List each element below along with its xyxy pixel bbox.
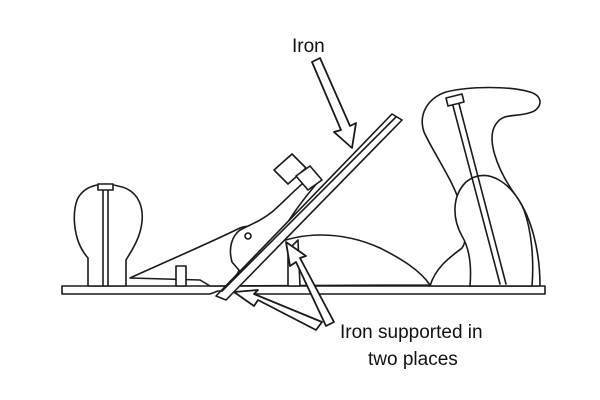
- support-arrow-lower: [233, 289, 323, 331]
- support-arrow-upper: [285, 241, 335, 327]
- plane-sole: [61, 285, 546, 295]
- cap-screw: [273, 153, 323, 191]
- iron-supported-label-line1: Iron supported in: [340, 322, 483, 343]
- plane-iron: [215, 113, 403, 301]
- iron-supported-label-line2: two places: [368, 349, 458, 370]
- iron-arrow: [311, 57, 357, 149]
- rear-handle: [421, 86, 541, 287]
- iron-label: Iron: [292, 36, 325, 57]
- mouth-pillar: [175, 265, 187, 287]
- front-knob: [73, 183, 143, 287]
